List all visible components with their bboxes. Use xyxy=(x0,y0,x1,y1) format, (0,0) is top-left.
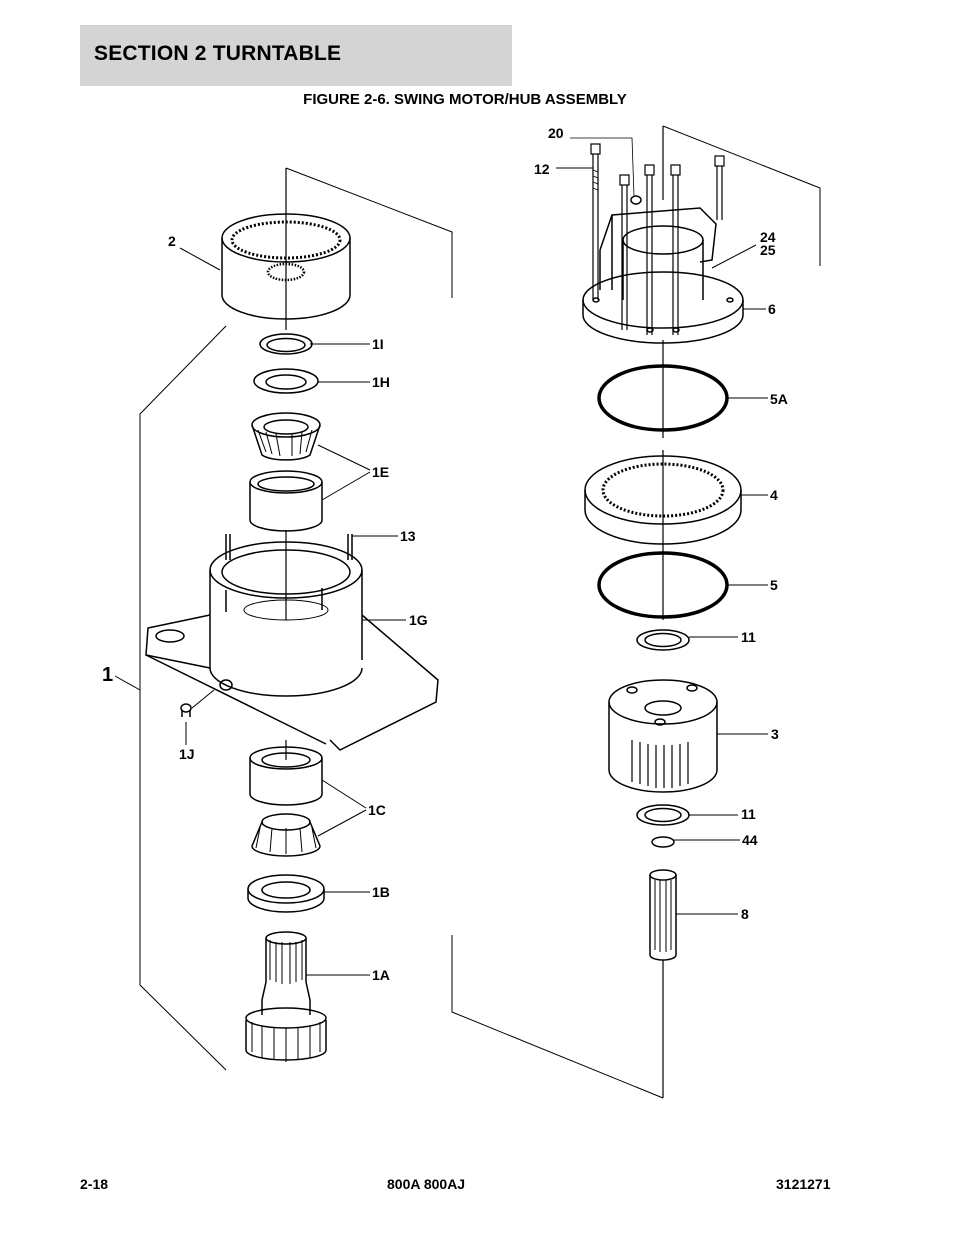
part-1J-fitting xyxy=(180,689,215,717)
section-header: SECTION 2 TURNTABLE xyxy=(80,25,512,86)
callout-1G: 1G xyxy=(409,612,428,628)
part-1E-cone xyxy=(251,412,321,461)
part-44-snapring xyxy=(651,836,675,848)
part-1C-cup xyxy=(249,746,323,806)
callout-1E: 1E xyxy=(372,464,390,480)
callout-11-top: 11 xyxy=(741,629,756,645)
callout-8: 8 xyxy=(741,906,749,922)
part-1H xyxy=(253,368,319,394)
callout-4: 4 xyxy=(770,487,778,503)
callout-13: 13 xyxy=(400,528,416,544)
part-11-washer-bottom xyxy=(636,804,690,826)
callout-6: 6 xyxy=(768,301,776,317)
callout-3: 3 xyxy=(771,726,779,742)
callout-5A: 5A xyxy=(770,391,788,407)
callout-1: 1 xyxy=(102,664,114,686)
callout-1H: 1H xyxy=(372,374,390,390)
part-1C-cone xyxy=(251,813,321,857)
part-4-ring-gear xyxy=(584,455,742,545)
callout-1B: 1B xyxy=(372,884,390,900)
callout-5: 5 xyxy=(770,577,778,593)
page-number: 2-18 xyxy=(80,1176,109,1192)
manual-number: 3121271 xyxy=(776,1176,831,1192)
part-8-shaft xyxy=(649,869,677,961)
part-11-washer-top xyxy=(636,629,690,651)
callout-1C: 1C xyxy=(368,802,386,818)
callout-12: 12 xyxy=(534,161,550,177)
callout-1A: 1A xyxy=(372,967,390,983)
model-number: 800A 800AJ xyxy=(387,1176,466,1192)
callout-1J: 1J xyxy=(179,746,195,762)
part-20-nut xyxy=(570,137,642,205)
part-1G-hub xyxy=(145,534,439,751)
part-1I xyxy=(259,333,313,355)
part-1E-cup xyxy=(249,470,323,532)
callout-2: 2 xyxy=(168,233,176,249)
callout-24: 24 xyxy=(760,229,776,245)
part-6-adapter xyxy=(582,207,744,344)
figure-title: FIGURE 2-6. SWING MOTOR/HUB ASSEMBLY xyxy=(303,91,627,108)
part-1B xyxy=(247,874,325,913)
part-12-bolts xyxy=(590,143,725,335)
part-1A-shaft xyxy=(245,931,327,1062)
callout-44: 44 xyxy=(742,832,758,848)
section-title: SECTION 2 TURNTABLE xyxy=(94,42,342,65)
callout-1I: 1I xyxy=(372,336,384,352)
part-3-carrier xyxy=(608,679,718,793)
part-2-ring-gear xyxy=(221,213,351,320)
callout-11-bottom: 11 xyxy=(741,806,756,822)
callout-25: 25 xyxy=(760,242,776,258)
callout-20: 20 xyxy=(548,125,564,141)
leader-lines xyxy=(114,167,768,976)
